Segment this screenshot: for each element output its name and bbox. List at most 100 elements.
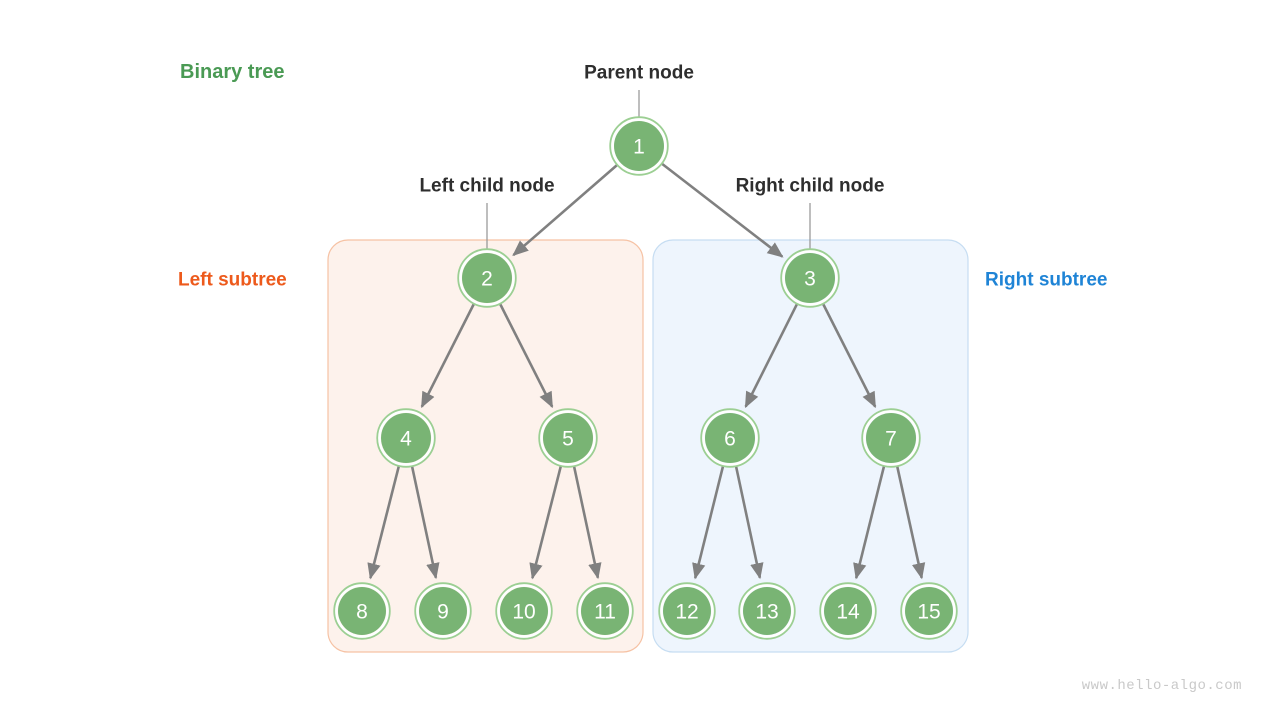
tree-node-15[interactable]: 15 <box>900 582 958 640</box>
node-circle <box>462 253 512 303</box>
node-gap-ring <box>459 250 515 306</box>
node-circle <box>543 413 593 463</box>
tree-node-1[interactable]: 1 <box>609 116 669 176</box>
node-circle <box>338 587 386 635</box>
node-gap-ring <box>660 584 714 638</box>
node-gap-ring <box>497 584 551 638</box>
tree-edge-n6-to-n13 <box>734 466 764 580</box>
node-value-label: 11 <box>594 601 616 624</box>
node-gap-ring <box>902 584 956 638</box>
annotation-left-child-node: Left child node <box>419 176 554 197</box>
tree-node-10[interactable]: 10 <box>495 582 553 640</box>
tree-edge-n1-to-n2 <box>512 164 618 257</box>
node-outer-ring <box>333 582 391 640</box>
node-gap-ring <box>740 584 794 638</box>
node-circle <box>866 413 916 463</box>
tree-edges <box>367 162 926 580</box>
tree-node-13[interactable]: 13 <box>738 582 796 640</box>
tree-node-9[interactable]: 9 <box>414 582 472 640</box>
node-gap-ring <box>611 118 667 174</box>
node-value-label: 6 <box>724 428 736 451</box>
label-left-subtree: Left subtree <box>178 270 287 291</box>
node-value-label: 12 <box>675 601 698 624</box>
node-gap-ring <box>863 410 919 466</box>
annotation-parent-node: Parent node <box>584 63 694 84</box>
node-value-label: 5 <box>562 428 574 451</box>
node-outer-ring <box>576 582 634 640</box>
page-title: Binary tree <box>180 61 285 83</box>
label-right-subtree: Right subtree <box>985 270 1107 291</box>
tree-node-12[interactable]: 12 <box>658 582 716 640</box>
tree-node-11[interactable]: 11 <box>576 582 634 640</box>
tree-edge-n2-to-n4 <box>420 303 476 409</box>
node-outer-ring <box>738 582 796 640</box>
node-value-label: 10 <box>512 601 535 624</box>
tree-edge-n1-to-n3 <box>661 162 784 258</box>
node-outer-ring <box>609 116 669 176</box>
node-value-label: 4 <box>400 428 412 451</box>
tree-edge-n5-to-n10 <box>529 465 563 580</box>
node-outer-ring <box>495 582 553 640</box>
annotation-right-child-node: Right child node <box>736 176 885 197</box>
tree-node-6[interactable]: 6 <box>700 408 760 468</box>
tree-edge-n5-to-n11 <box>572 466 602 580</box>
node-outer-ring <box>538 408 598 468</box>
node-gap-ring <box>821 584 875 638</box>
node-gap-ring <box>416 584 470 638</box>
tree-node-8[interactable]: 8 <box>333 582 391 640</box>
tree-edge-n4-to-n8 <box>367 465 401 580</box>
node-gap-ring <box>540 410 596 466</box>
tree-edge-n3-to-n6 <box>744 303 799 409</box>
node-gap-ring <box>702 410 758 466</box>
node-gap-ring <box>335 584 389 638</box>
node-outer-ring <box>819 582 877 640</box>
left-subtree-box <box>327 239 644 653</box>
node-circle <box>381 413 431 463</box>
node-circle <box>663 587 711 635</box>
tree-node-5[interactable]: 5 <box>538 408 598 468</box>
tree-edge-n6-to-n12 <box>692 465 725 580</box>
annotation-ticks <box>486 90 811 252</box>
tree-edge-n2-to-n5 <box>498 303 554 409</box>
node-value-label: 3 <box>804 268 816 291</box>
node-circle <box>500 587 548 635</box>
tree-node-7[interactable]: 7 <box>861 408 921 468</box>
node-circle <box>905 587 953 635</box>
tree-edge-n3-to-n7 <box>821 303 877 409</box>
node-outer-ring <box>900 582 958 640</box>
tree-node-14[interactable]: 14 <box>819 582 877 640</box>
node-gap-ring <box>578 584 632 638</box>
node-value-label: 9 <box>437 601 449 624</box>
node-circle <box>419 587 467 635</box>
tree-edge-n7-to-n15 <box>895 466 926 580</box>
node-value-label: 7 <box>885 428 897 451</box>
tree-node-4[interactable]: 4 <box>376 408 436 468</box>
node-circle <box>705 413 755 463</box>
node-outer-ring <box>780 248 840 308</box>
watermark: www.hello-algo.com <box>1082 678 1242 694</box>
node-value-label: 15 <box>917 601 940 624</box>
node-value-label: 2 <box>481 268 493 291</box>
node-gap-ring <box>378 410 434 466</box>
node-circle <box>581 587 629 635</box>
tree-node-3[interactable]: 3 <box>780 248 840 308</box>
node-circle <box>614 121 664 171</box>
node-outer-ring <box>457 248 517 308</box>
node-outer-ring <box>658 582 716 640</box>
node-value-label: 13 <box>755 601 778 624</box>
node-gap-ring <box>782 250 838 306</box>
node-outer-ring <box>861 408 921 468</box>
node-value-label: 1 <box>633 136 645 159</box>
tree-node-2[interactable]: 2 <box>457 248 517 308</box>
tree-edge-n4-to-n9 <box>410 466 440 580</box>
tree-edge-n7-to-n14 <box>853 465 886 580</box>
node-circle <box>785 253 835 303</box>
node-circle <box>743 587 791 635</box>
subtree-boxes <box>327 239 969 653</box>
node-value-label: 14 <box>836 601 860 624</box>
node-value-label: 8 <box>356 601 368 624</box>
node-outer-ring <box>376 408 436 468</box>
